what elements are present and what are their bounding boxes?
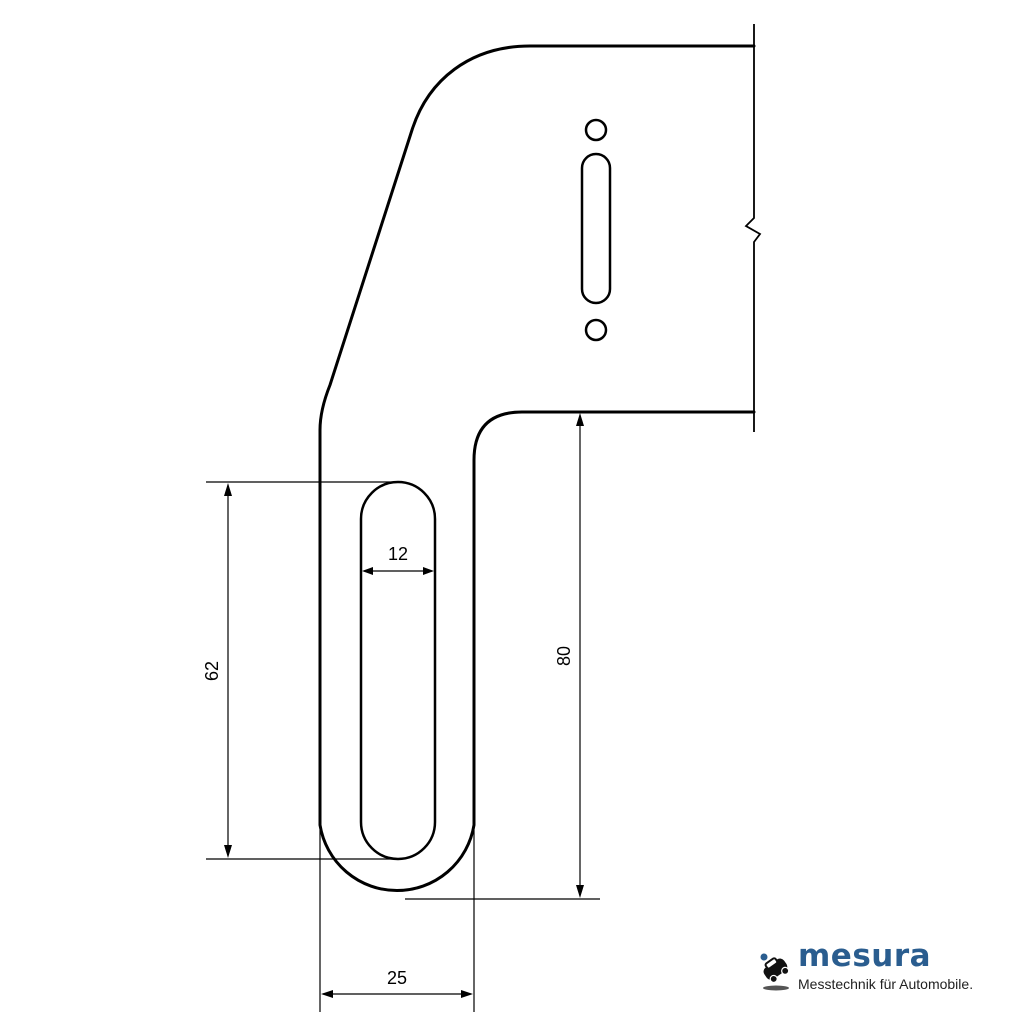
dimension-label-80: 80	[554, 646, 574, 666]
upper-slot	[580, 152, 612, 305]
car-measure-icon	[760, 953, 790, 991]
logo-name: mesura	[798, 938, 932, 974]
dimension-slot-length: 62	[202, 481, 400, 860]
lower-hole	[584, 318, 608, 342]
dimension-leg-height: 80	[405, 411, 600, 900]
dimension-slot-width: 12	[362, 544, 434, 575]
dimension-label-25: 25	[387, 968, 407, 988]
dimension-label-12: 12	[388, 544, 408, 564]
company-logo: mesura Messtechnik für Automobile.	[756, 938, 1006, 1000]
upper-hole	[584, 118, 608, 142]
dimension-leg-width: 25	[319, 830, 475, 1012]
break-line	[744, 24, 762, 432]
part-outline	[318, 44, 756, 893]
logo-tagline: Messtechnik für Automobile.	[798, 976, 974, 992]
dimension-label-62: 62	[202, 661, 222, 681]
main-slot	[359, 480, 437, 861]
